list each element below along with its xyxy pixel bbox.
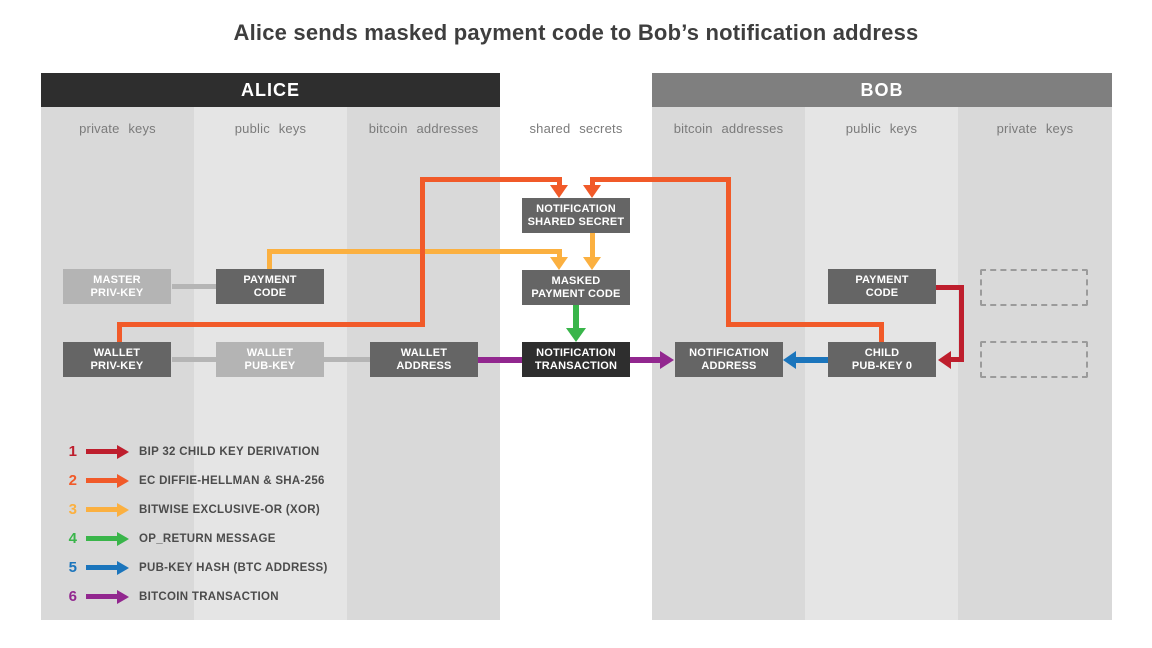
arrow-xor-drop-stub — [557, 251, 562, 259]
legend-label-6: BITCOIN TRANSACTION — [139, 590, 279, 603]
connector-walletpub-to-walletaddress — [324, 357, 370, 362]
bob-col-label-public-keys: public keys — [845, 120, 918, 136]
legend-label-4: OP_RETURN MESSAGE — [139, 532, 276, 545]
legend-arrow-icon-4 — [86, 531, 130, 546]
legend-label-3: BITWISE EXCLUSIVE-OR (XOR) — [139, 503, 320, 516]
legend-number-1: 1 — [68, 443, 77, 460]
page-title: Alice sends masked payment code to Bob’s… — [233, 20, 919, 45]
box-payment-code-alice: PAYMENT CODE — [216, 269, 324, 304]
arrow-ecdh-alice-drop-stub — [557, 179, 562, 186]
arrow-opreturn-head — [566, 328, 586, 342]
arrow-ecdh-alice-head — [550, 185, 568, 198]
arrow-ecdh-alice-horizontal-low — [117, 322, 425, 327]
alice-col-label-bitcoin-addresses: bitcoin addresses — [368, 120, 479, 136]
legend-arrow-icon-1 — [86, 444, 130, 459]
arrow-opreturn-vertical — [573, 305, 579, 330]
arrow-tx-walletaddress-to-transaction — [478, 357, 522, 363]
arrow-bip32-head — [938, 351, 951, 369]
connector-master-to-paymentcode — [172, 284, 216, 289]
legend-arrow-icon-2 — [86, 473, 130, 488]
arrow-tx-head — [660, 351, 674, 369]
legend-row-4: 4 OP_RETURN MESSAGE — [55, 524, 355, 553]
box-wallet-pub-key: WALLET PUB-KEY — [216, 342, 324, 377]
arrow-pubkeyhash-line — [796, 357, 828, 363]
arrow-ecdh-bob-vertical — [726, 177, 731, 327]
arrow-ecdh-bob-head — [583, 185, 601, 198]
alice-col-label-private-keys: private keys — [79, 120, 156, 136]
legend-number-6: 6 — [68, 588, 77, 605]
legend-label-1: BIP 32 CHILD KEY DERIVATION — [139, 445, 320, 458]
legend-number-2: 2 — [68, 472, 77, 489]
arrow-tx-transaction-to-address — [630, 357, 661, 363]
box-masked-payment-code: MASKED PAYMENT CODE — [522, 270, 630, 305]
arrow-pubkeyhash-head — [783, 351, 796, 369]
arrow-xor-from-shared-secret-vertical — [590, 233, 595, 259]
legend-label-5: PUB-KEY HASH (BTC ADDRESS) — [139, 561, 328, 574]
box-master-priv-key: MASTER PRIV-KEY — [63, 269, 171, 304]
shared-secrets-col-label: shared secrets — [529, 120, 623, 136]
box-wallet-priv-key: WALLET PRIV-KEY — [63, 342, 171, 377]
arrow-bip32-horizontal-top — [936, 285, 964, 290]
box-notification-address: NOTIFICATION ADDRESS — [675, 342, 783, 377]
legend-row-2: 2 EC DIFFIE-HELLMAN & SHA-256 — [55, 466, 355, 495]
arrow-bip32-horizontal-bottom — [950, 357, 964, 362]
bob-header: BOB — [652, 73, 1112, 107]
legend-arrow-icon-6 — [86, 589, 130, 604]
alice-header: ALICE — [41, 73, 500, 107]
legend: 1 BIP 32 CHILD KEY DERIVATION 2 EC DIFFI… — [55, 437, 355, 611]
box-bob-private-placeholder-1 — [980, 269, 1088, 306]
arrow-ecdh-alice-stub — [117, 324, 122, 342]
bob-col-label-private-keys: private keys — [996, 120, 1074, 136]
arrow-ecdh-bob-drop-stub — [590, 179, 595, 186]
connector-walletpriv-to-walletpub — [172, 357, 216, 362]
box-notification-transaction: NOTIFICATION TRANSACTION — [522, 342, 630, 377]
arrow-xor-from-payment-code-vertical — [267, 249, 272, 270]
arrow-xor-head-right — [583, 257, 601, 270]
legend-row-5: 5 PUB-KEY HASH (BTC ADDRESS) — [55, 553, 355, 582]
legend-row-1: 1 BIP 32 CHILD KEY DERIVATION — [55, 437, 355, 466]
legend-row-6: 6 BITCOIN TRANSACTION — [55, 582, 355, 611]
bob-col-label-bitcoin-addresses: bitcoin addresses — [673, 120, 784, 136]
legend-number-4: 4 — [68, 530, 77, 547]
box-notification-shared-secret: NOTIFICATION SHARED SECRET — [522, 198, 630, 233]
box-bob-private-placeholder-2 — [980, 341, 1088, 378]
box-wallet-address: WALLET ADDRESS — [370, 342, 478, 377]
arrow-ecdh-bob-horizontal-top — [590, 177, 731, 182]
legend-arrow-icon-5 — [86, 560, 130, 575]
legend-label-2: EC DIFFIE-HELLMAN & SHA-256 — [139, 474, 325, 487]
box-payment-code-bob: PAYMENT CODE — [828, 269, 936, 304]
arrow-xor-head-left — [550, 257, 568, 270]
arrow-xor-horizontal — [267, 249, 562, 254]
legend-number-3: 3 — [68, 501, 77, 518]
arrow-ecdh-bob-stub — [879, 324, 884, 342]
arrow-ecdh-bob-horizontal-low — [726, 322, 884, 327]
arrow-ecdh-alice-horizontal-top — [420, 177, 562, 182]
legend-arrow-icon-3 — [86, 502, 130, 517]
legend-number-5: 5 — [68, 559, 77, 576]
arrow-ecdh-alice-vertical — [420, 177, 425, 327]
box-child-pub-key-0: CHILD PUB-KEY 0 — [828, 342, 936, 377]
arrow-bip32-vertical — [959, 285, 964, 362]
alice-col-label-public-keys: public keys — [234, 120, 307, 136]
legend-row-3: 3 BITWISE EXCLUSIVE-OR (XOR) — [55, 495, 355, 524]
